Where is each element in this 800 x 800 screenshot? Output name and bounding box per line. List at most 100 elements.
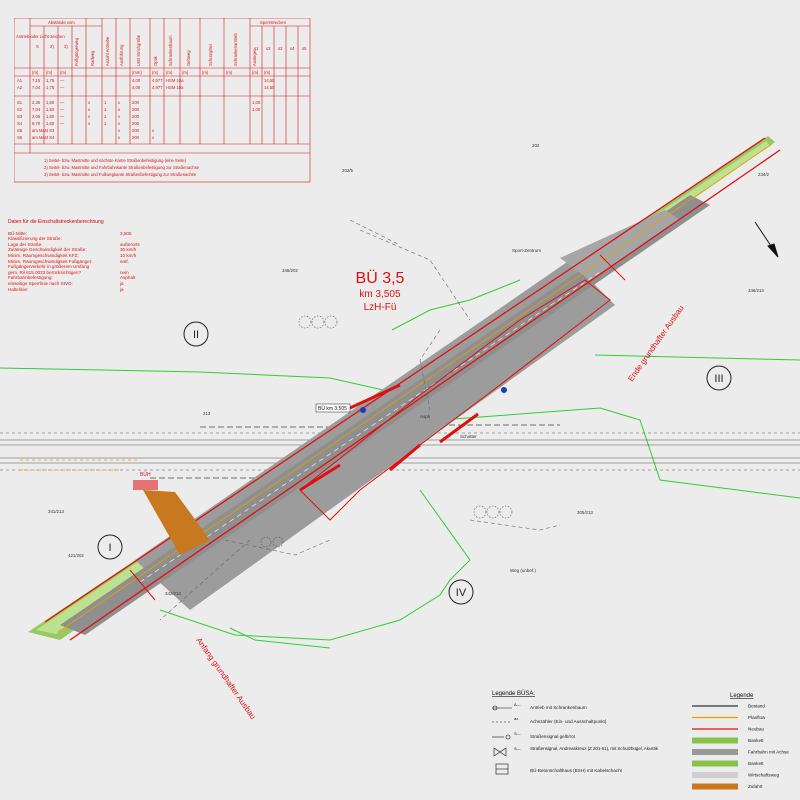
info-label: Fußgängerverkehr in größerem Umfang: [8, 264, 90, 270]
table-cell: x: [118, 128, 121, 133]
table-subhead: 3): [64, 44, 68, 49]
table-cell: 7,04: [32, 107, 41, 112]
table-cell: 9,70: [32, 121, 41, 126]
table-cell: 7,15: [32, 78, 41, 83]
table-unit: (mm): [132, 70, 142, 75]
table-unit: (m): [182, 70, 189, 75]
parcel-label: 421/202: [68, 553, 84, 558]
info-row: Klassifizierung der Straße:: [8, 236, 178, 242]
asph-label: Asph: [420, 414, 431, 419]
table-footnote: 2) Seitel- bzw. Mastmitte und Fahrbahnka…: [44, 165, 200, 170]
info-title: Daten für die Einschaltstreckenberechnun…: [8, 219, 104, 225]
quadrant-circle: [448, 579, 474, 605]
table-cell: S2: [17, 107, 23, 112]
info-row: Zulässige Geschwindigkeit der Straße:30 …: [8, 247, 178, 253]
legend-sym: S—: [514, 731, 521, 736]
table-unit: (m): [32, 70, 39, 75]
table-subhead: Ausleger: [252, 49, 257, 66]
legend-busa-item: Straßensignal, Andreaskreuz (Z 201-51), …: [530, 746, 659, 751]
info-value: 30 km/h: [120, 247, 137, 253]
legend-swatch: [692, 783, 738, 790]
parcel-label: 213: [203, 411, 211, 416]
legend-swatch: [692, 760, 738, 767]
table-subhead: Schrankenbaum: [168, 35, 173, 66]
schotter-label: Schotter: [460, 434, 477, 439]
table-unit: (m): [226, 70, 233, 75]
table-cell: —: [60, 85, 65, 90]
info-label: einseitige Sperrlinie nach StVO:: [8, 280, 73, 286]
table-cell: A2: [17, 85, 23, 90]
table-cell: x: [118, 121, 121, 126]
table-subhead: Schrankenantrieb: [233, 33, 238, 66]
weg-label: Weg (unbef.): [510, 568, 536, 573]
table-subhead: Ausführung: [119, 44, 124, 66]
table-cell: S4: [17, 121, 23, 126]
legend-item-label: Bankett: [748, 738, 764, 743]
info-value: ja: [120, 286, 124, 292]
table-unit: (m): [152, 70, 159, 75]
parcel-label: 346/213: [748, 288, 764, 293]
legend-item-label: Wirtschaftsweg: [748, 773, 780, 778]
info-row: einseitige Sperrlinie nach StVO: ja: [8, 281, 178, 287]
table-cell: —: [60, 121, 65, 126]
legend-item-label: Bestand: [748, 704, 765, 709]
table-cell: 1,00: [252, 100, 261, 105]
table-cell: 200: [132, 135, 140, 140]
table-subhead: S: [36, 44, 39, 49]
table-cell: 1,50: [46, 107, 55, 112]
table-unit: (m): [46, 70, 53, 75]
table-cell: 200: [132, 121, 140, 126]
table-cell: am Mast S4: [32, 135, 55, 140]
table-cell: x: [118, 114, 121, 119]
legend-sym: az: [514, 716, 518, 721]
info-label: Klassifizierung der Straße:: [8, 236, 62, 242]
table-sperr-head: s2: [266, 46, 271, 51]
title-line2: km 3,505: [359, 289, 401, 300]
table-cell: HSM 10a: [166, 85, 184, 90]
info-row: Haltelinie: ja: [8, 287, 178, 293]
table-sperr-head: s4: [290, 46, 295, 51]
info-value: 10 km/h: [120, 252, 137, 258]
sport-label: Sport-Zentrum: [512, 248, 541, 253]
parcel-label: 202: [532, 143, 540, 148]
parcel-label: 202/5: [342, 168, 354, 173]
table-cell: 2,05: [32, 114, 41, 119]
legend-item-label: Planflow: [748, 715, 766, 720]
table-cell: 4,977: [152, 85, 163, 90]
table-head-sperrstrecken: Sperrstrecken: [260, 20, 287, 25]
table-sperr-head: s1: [254, 46, 259, 51]
parcel-label: 342/213: [165, 591, 181, 596]
legend-item-label: Bankett: [748, 761, 764, 766]
table-cell: 200: [132, 100, 140, 105]
info-value: ja: [120, 280, 124, 286]
quadrant-label: II: [193, 329, 199, 341]
table-cell: 4,00: [132, 78, 141, 83]
legend-sym: A—: [514, 702, 521, 707]
table-cell: 1: [104, 107, 107, 112]
table-cell: 1,00: [252, 107, 261, 112]
info-label: Haltelinie:: [8, 286, 29, 292]
table-cell: S3: [17, 114, 23, 119]
legend-sym: S—: [514, 746, 521, 751]
table-subhead: Fußgängerweg: [74, 37, 79, 66]
table-cell: 1,75: [46, 85, 55, 90]
table-cell: 200: [132, 114, 140, 119]
info-label: Lage der Straße:: [8, 241, 43, 247]
parcel-label: 341/213: [48, 509, 64, 514]
table-cell: S1: [17, 100, 23, 105]
info-label: Fahrbahnbefestigung:: [8, 275, 53, 281]
bue-marker-label: BÜ km 3.505: [318, 405, 347, 412]
quadrant-label: IV: [456, 587, 467, 599]
info-block: Daten für die Einschaltstreckenberechnun…: [8, 219, 178, 293]
legend-busa: Legende BÜSA: A— az S— S— Antrieb mit Sc…: [492, 690, 659, 775]
table-cell: 200: [132, 128, 140, 133]
table-cell: S5: [17, 128, 23, 133]
parcel-label: 305/213: [577, 510, 593, 515]
legend-item-label: Fahrbahn mit Achse: [748, 750, 789, 755]
table-unit: (m): [252, 70, 259, 75]
legend-busa-item: Antrieb mit Schrankenbaum: [530, 705, 587, 710]
